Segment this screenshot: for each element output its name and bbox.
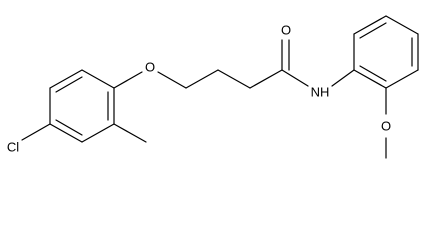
carbonyl-oxygen-label: O <box>281 23 291 38</box>
ring2-double-bond <box>359 65 387 82</box>
n-ring-bond <box>331 69 355 87</box>
ring2-bond <box>353 15 387 35</box>
ring1-bond <box>49 69 83 89</box>
chlorine-atom-label: Cl <box>7 140 19 155</box>
molecule-structure: Cl O O NH O <box>7 15 419 159</box>
amide-nh-label: NH <box>311 85 330 100</box>
chain-bond <box>217 69 251 89</box>
ring1-double-bond <box>55 76 83 93</box>
chain-bond <box>185 69 219 89</box>
methoxy-oxygen-label: O <box>381 119 391 134</box>
ring2-bond <box>385 69 419 89</box>
ring1-bond <box>81 69 115 89</box>
methoxyphenyl-ring <box>353 15 419 89</box>
chlorotolyl-ring <box>49 69 115 143</box>
o-ch2-bond <box>157 71 187 89</box>
c-n-bond <box>281 69 309 87</box>
ether-oxygen-label: O <box>145 60 155 75</box>
ring1-bond <box>49 123 83 143</box>
ring1-bond <box>81 123 115 143</box>
ring-o-bond <box>113 71 143 89</box>
chain-bond <box>249 69 283 89</box>
structure-canvas: Cl O O NH O <box>7 15 419 159</box>
ring2-bond <box>385 15 419 35</box>
ring1-double-bond <box>55 119 83 136</box>
c-cl-bond <box>21 123 51 141</box>
methyl-bond <box>113 123 147 143</box>
ring2-bond <box>353 69 387 89</box>
ring2-double-bond <box>359 22 387 39</box>
